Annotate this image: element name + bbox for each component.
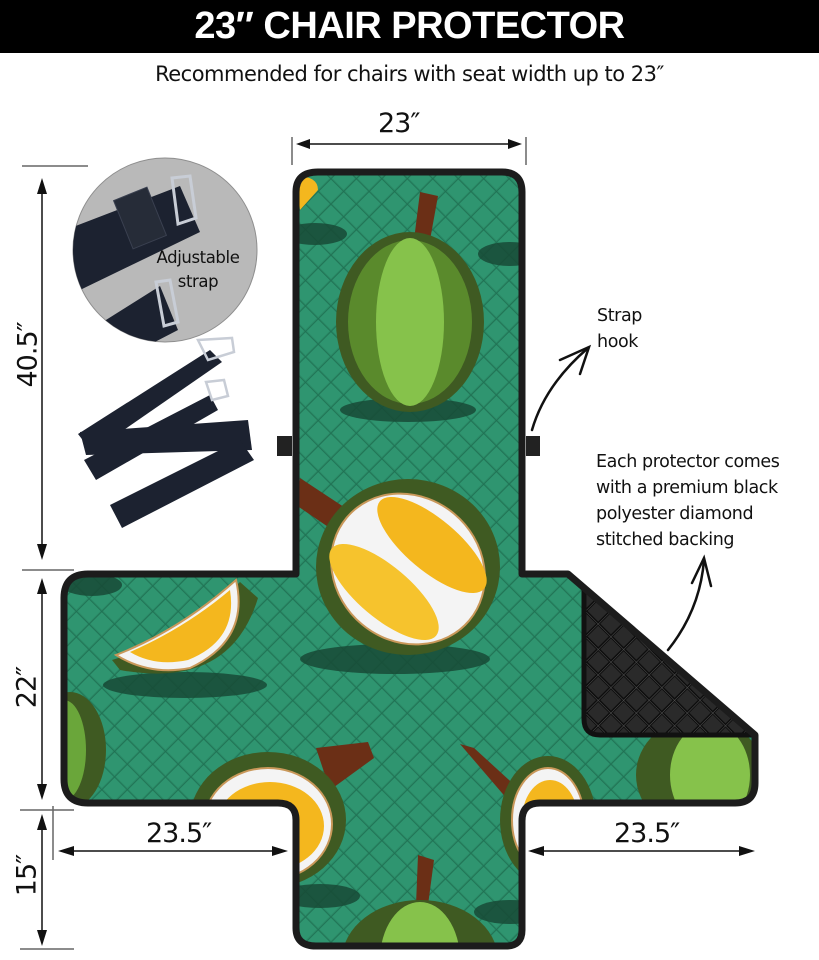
dim-right-arm: 23.5″ <box>614 818 680 849</box>
backing-line-3: polyester diamond <box>596 504 754 524</box>
dim-left-arm: 23.5″ <box>146 818 212 849</box>
adjustable-strap-label: Adjustable strap <box>143 246 253 294</box>
page-subtitle: Recommended for chairs with seat width u… <box>155 62 664 86</box>
backing-line-1: Each protector comes <box>596 452 780 472</box>
dim-top-width: 23″ <box>378 108 420 139</box>
protector-outline <box>60 168 759 950</box>
backing-note: Each protector comes with a premium blac… <box>596 449 780 553</box>
strap-hook-line-1: Strap <box>597 306 642 326</box>
straps-image <box>78 336 254 528</box>
dim-back-height: 40.5″ <box>12 322 44 388</box>
adjustable-strap-line-1: Adjustable <box>156 248 240 267</box>
callout-arrows <box>530 344 713 652</box>
dim-front-flap: 15″ <box>11 854 43 897</box>
strap-hook-left <box>277 436 292 456</box>
backing-line-4: stitched backing <box>596 530 735 550</box>
dim-seat-depth: 22″ <box>11 666 43 709</box>
strap-hook-right <box>526 436 540 456</box>
adjustable-strap-line-2: strap <box>177 272 219 291</box>
header-bar: 23″ CHAIR PROTECTOR <box>0 0 819 53</box>
strap-hook-label: Strap hook <box>597 303 642 355</box>
strap-hook-line-2: hook <box>597 332 639 352</box>
backing-line-2: with a premium black <box>596 478 778 498</box>
page-title: 23″ CHAIR PROTECTOR <box>194 5 625 47</box>
dimension-lines <box>20 137 755 950</box>
